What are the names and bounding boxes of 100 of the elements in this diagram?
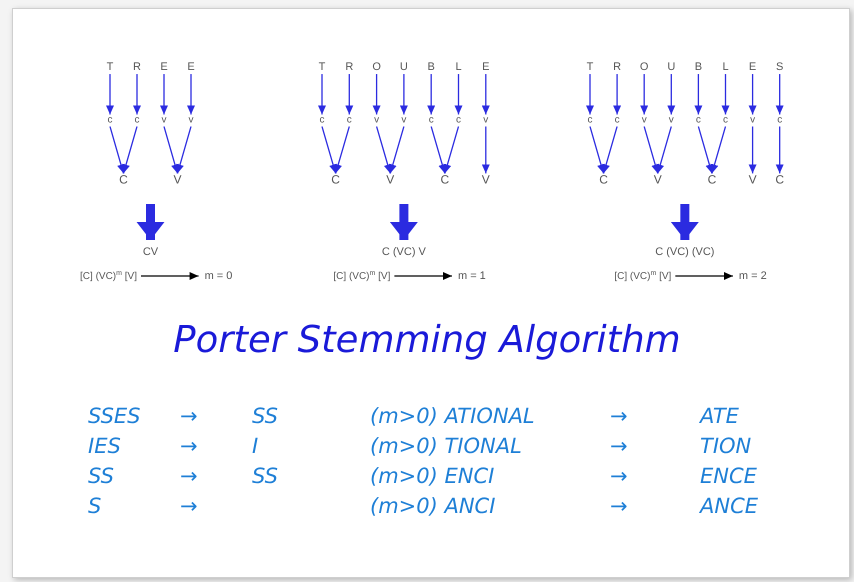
group-label: C: [708, 173, 716, 187]
rule-text: IES: [88, 434, 121, 458]
rule-text: ATE: [700, 404, 739, 428]
group-label: C: [440, 173, 450, 187]
pattern-label: C (VC) (VC): [655, 246, 714, 258]
letter-class-label: v: [374, 114, 380, 126]
group-label: V: [174, 173, 182, 187]
rule-arrow: ANCE: [700, 494, 758, 518]
letter-label: U: [400, 60, 408, 74]
letter-label: E: [748, 60, 756, 74]
arrow: [400, 74, 408, 114]
letter-label: T: [106, 60, 114, 74]
rule-arrow: →: [610, 434, 628, 458]
rule-text: SSES: [88, 404, 141, 428]
group-label: C: [331, 173, 340, 187]
letter-label: L: [455, 60, 462, 74]
letter-class-label: c: [723, 114, 728, 126]
letter-class-label: c: [346, 114, 352, 126]
letter-label: R: [345, 60, 354, 74]
rule-text: ENCE: [700, 464, 757, 488]
arrow: [122, 126, 138, 174]
rule-text: SS: [252, 404, 278, 428]
letter-label: O: [372, 60, 381, 74]
letter-label: R: [133, 60, 141, 74]
letter-class-label: v: [750, 114, 756, 126]
letter-class-label: v: [401, 114, 406, 126]
block-arrow: [390, 204, 418, 240]
arrow: [109, 126, 125, 174]
letter-class-label: c: [428, 114, 434, 126]
rule-arrow: →: [180, 464, 198, 488]
formula-text: [C] (VC)$^{m}$ [V]: [80, 270, 137, 282]
arrow: [454, 74, 462, 114]
arrow: [656, 126, 672, 174]
arrow: [372, 74, 381, 114]
rule-text: SS: [252, 464, 278, 488]
measure-value: m = 2: [738, 270, 767, 282]
group-label: C: [599, 173, 608, 187]
arrow: [589, 126, 605, 174]
arrow: [444, 126, 460, 174]
arrow: [776, 126, 784, 174]
arrow: [106, 74, 114, 114]
formula-text: [C] (VC)$^{m}$ [V]: [614, 270, 672, 282]
rule-arrow: →: [610, 464, 628, 488]
rule-arrow: →: [180, 404, 198, 428]
rule-arrow: →: [180, 434, 198, 458]
letter-class-label: v: [668, 114, 674, 126]
letter-label: B: [694, 60, 702, 74]
letter-label: T: [318, 60, 326, 74]
rule-text: (m>0) ATIONAL: [370, 404, 535, 428]
arrow: [698, 126, 714, 174]
letter-class-label: c: [696, 114, 701, 126]
arrow: [133, 74, 141, 114]
arrow: [427, 74, 436, 114]
arrow: [334, 126, 350, 174]
letter-label: T: [586, 60, 594, 74]
group-label: V: [654, 173, 662, 187]
arrow: [394, 272, 452, 280]
arrow: [160, 74, 168, 114]
arrow: [748, 74, 757, 114]
letter-class-label: c: [134, 114, 140, 126]
letter-class-label: v: [162, 114, 166, 126]
arrow: [482, 126, 490, 174]
letter-label: S: [776, 60, 784, 74]
letter-class-label: v: [642, 114, 647, 126]
rule-text: TION: [700, 434, 752, 458]
rule-arrow: →: [610, 494, 628, 518]
group-label: C: [775, 173, 784, 187]
group-label: V: [482, 173, 490, 187]
arrow: [430, 126, 446, 174]
arrow: [694, 74, 702, 114]
measure-value: m = 1: [458, 270, 486, 282]
letter-class-label: c: [588, 114, 592, 126]
arrow: [748, 126, 757, 174]
letter-label: L: [722, 60, 729, 74]
arrow: [644, 126, 660, 174]
arrow: [613, 74, 622, 114]
arrow: [586, 74, 594, 114]
group-label: V: [386, 173, 394, 187]
arrow: [776, 74, 784, 114]
rule-text: I: [252, 434, 258, 458]
rule-text: SS: [88, 464, 114, 488]
letter-label: E: [187, 60, 195, 74]
arrow: [318, 74, 326, 114]
arrow: [163, 126, 179, 174]
rule-text: S: [88, 494, 102, 518]
group-label: V: [748, 173, 757, 187]
letter-class-label: c: [456, 114, 461, 126]
arrow: [640, 74, 648, 114]
formula-text: [C] (VC)$^{m}$ [V]: [333, 270, 390, 282]
letter-class-label: c: [777, 114, 782, 126]
group-label: C: [119, 173, 128, 187]
arrow: [388, 126, 405, 174]
measure-value: m = 0: [204, 270, 232, 282]
arrow: [376, 126, 392, 174]
pattern-label: C (VC) V: [382, 246, 426, 258]
rule-text: (m>0) ENCI: [370, 464, 494, 488]
letter-label: U: [667, 60, 676, 74]
letter-label: E: [482, 60, 490, 74]
rule-text: (m>0) ANCI: [370, 494, 496, 518]
arrow: [667, 74, 676, 114]
